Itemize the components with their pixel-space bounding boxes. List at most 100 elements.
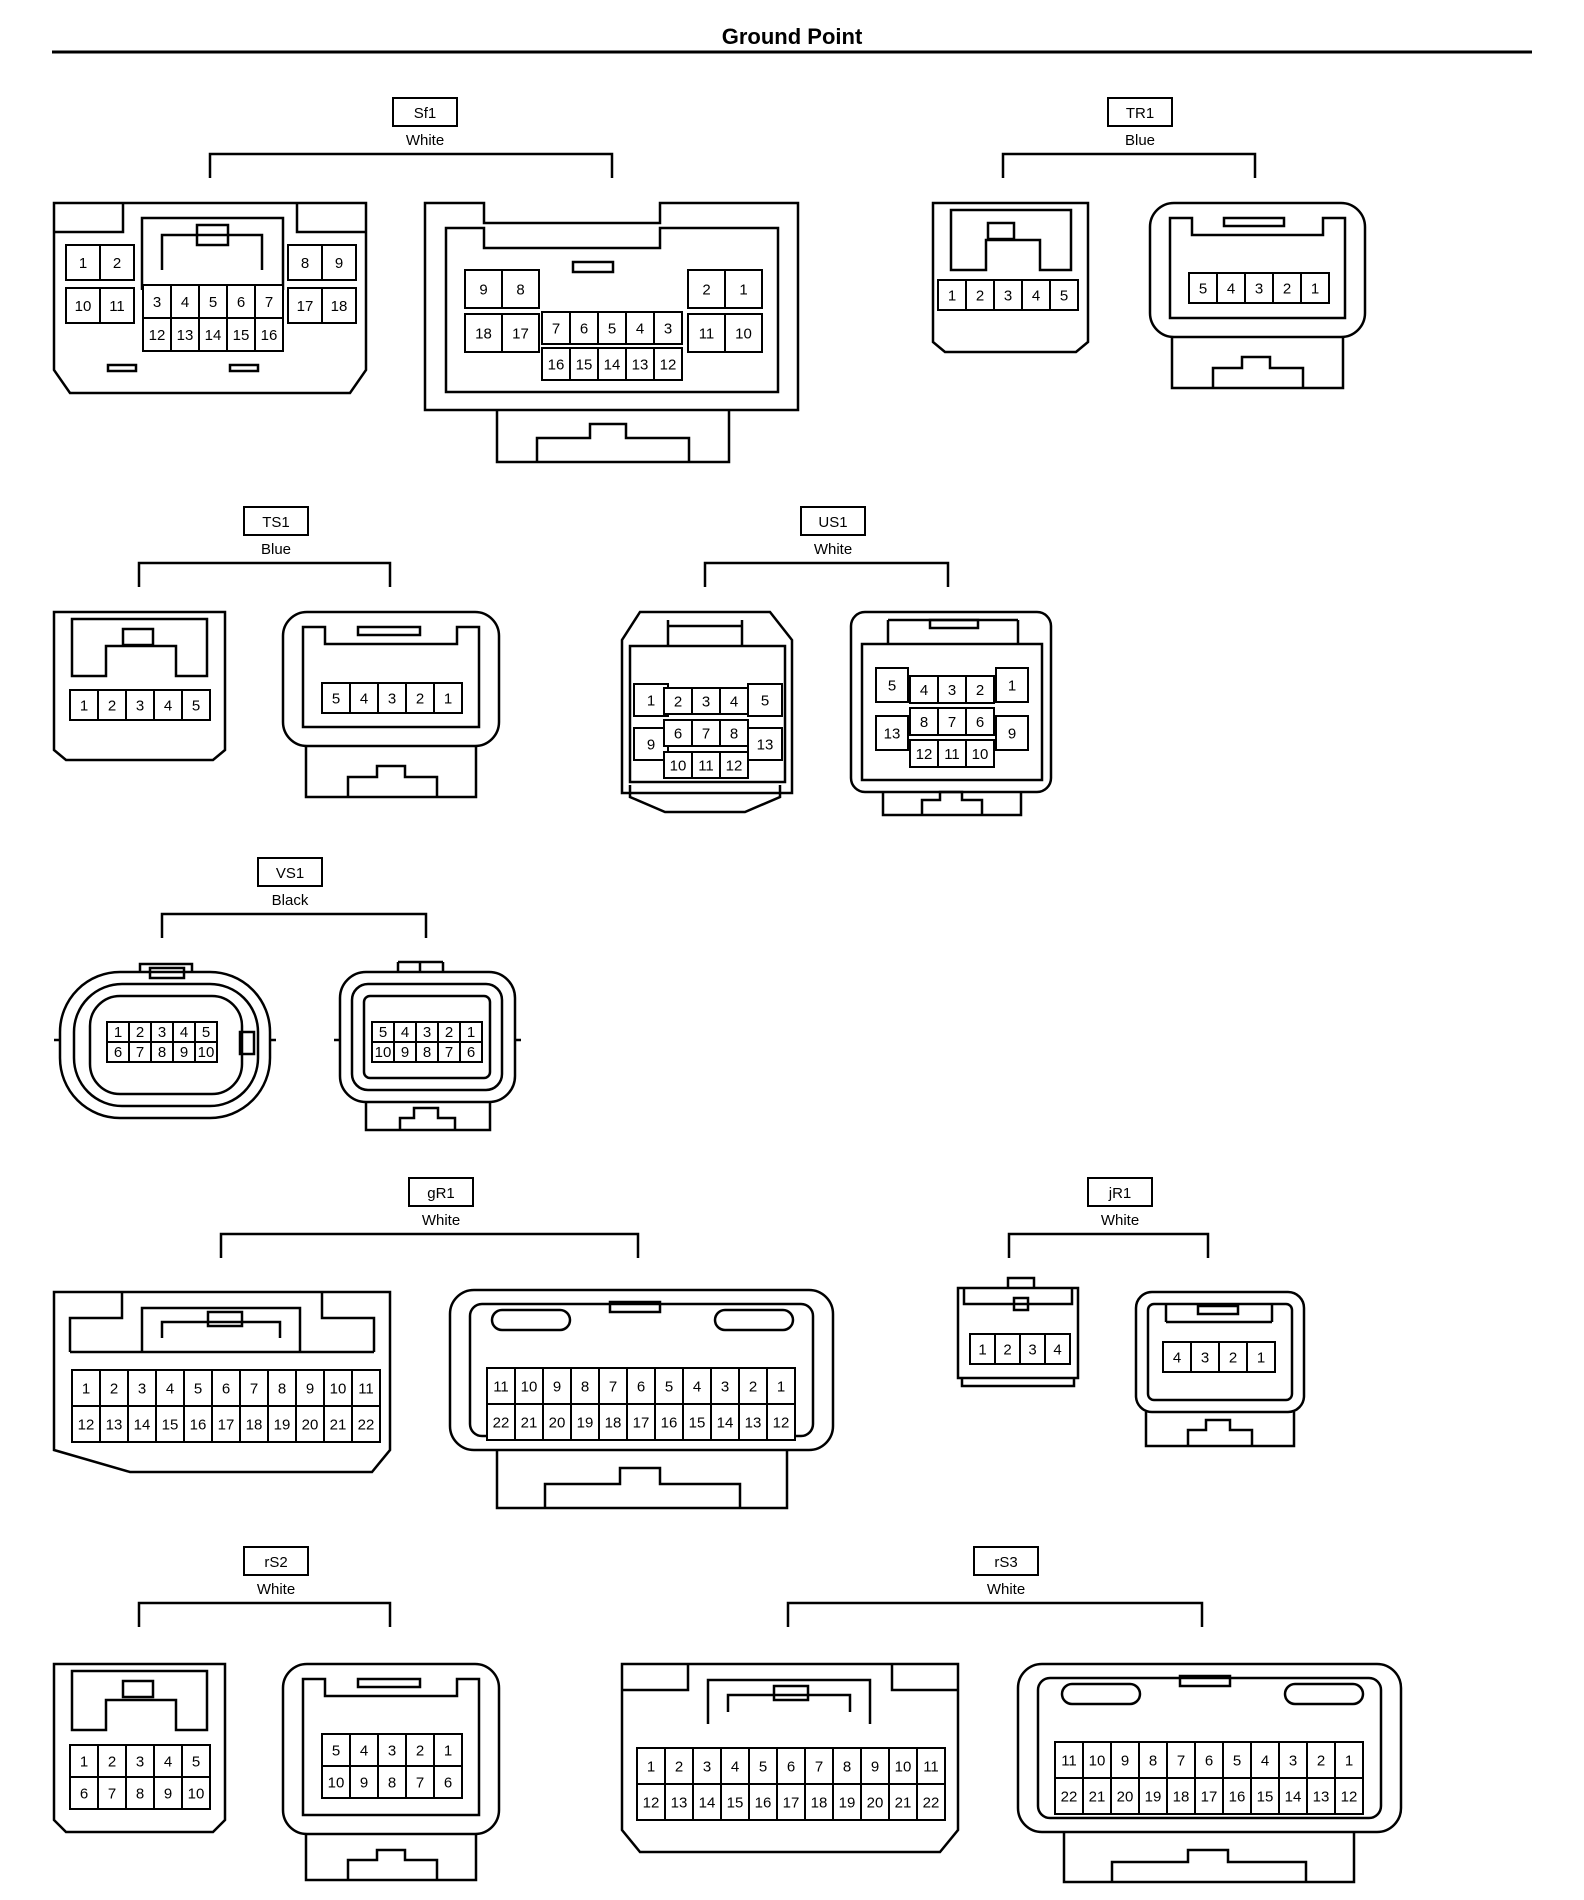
pin-cell: 1 (636, 1747, 666, 1785)
pin-cell: 14 (1278, 1777, 1308, 1815)
pin-number: 2 (113, 255, 121, 272)
pin-number: 3 (948, 682, 956, 699)
pin-number: 15 (233, 327, 250, 344)
pin-cell: 4 (909, 675, 939, 704)
pin-box (183, 1405, 213, 1443)
pin-cell: 1 (69, 689, 99, 721)
pin-number: 18 (605, 1414, 622, 1431)
pin-cell: 12 (71, 1405, 101, 1443)
pin-cell: 4 (153, 689, 183, 721)
pin-cell: 3 (710, 1367, 740, 1405)
pin-cell: 11 (486, 1367, 516, 1405)
pin-number: 1 (1311, 280, 1319, 297)
pin-cell: 8 (125, 1776, 155, 1810)
pin-box (405, 1765, 435, 1799)
pin-box (99, 244, 135, 281)
pin-cell: 4 (625, 311, 655, 345)
lock-base (1144, 1412, 1296, 1448)
pin-cell: 3 (993, 279, 1023, 311)
pin-cell: 4 (349, 682, 379, 714)
pin-number: 8 (278, 1380, 286, 1397)
pin-box (501, 269, 540, 309)
pin-cell: 11 (687, 313, 726, 353)
pin-cell: 21 (323, 1405, 353, 1443)
pin-box (211, 1369, 241, 1407)
connector-tag-box (800, 506, 866, 536)
pin-cell: 1 (1300, 272, 1330, 304)
housing-inner (628, 644, 787, 784)
pin-cell: 18 (464, 313, 503, 353)
lock-latch (346, 764, 439, 797)
pin-box (626, 1367, 656, 1405)
pin-number: 9 (1121, 1752, 1129, 1769)
pin-number: 6 (467, 1044, 475, 1061)
lock-inner (160, 233, 264, 270)
housing-rail (622, 1664, 958, 1692)
pin-cell: 6 (626, 1367, 656, 1405)
pin-box (181, 1776, 211, 1810)
pin-cell: 2 (437, 1021, 461, 1043)
pin-number: 11 (109, 298, 125, 315)
pin-cell: 1 (433, 682, 463, 714)
pin-number: 3 (1289, 1752, 1297, 1769)
pin-box (710, 1367, 740, 1405)
pin-number: 5 (332, 1742, 340, 1759)
lock-frame (886, 618, 1020, 644)
pin-box (1300, 272, 1330, 304)
pin-cell: 12 (909, 739, 939, 768)
pin-box (724, 313, 763, 353)
pin-number: 7 (250, 1380, 258, 1397)
pin-box (321, 287, 357, 324)
pin-number: 20 (302, 1416, 319, 1433)
pin-box (748, 1783, 778, 1821)
pin-cell: 5 (748, 1747, 778, 1785)
pin-number: 7 (948, 714, 956, 731)
pin-number: 14 (134, 1416, 151, 1433)
pin-cell: 20 (542, 1403, 572, 1441)
pin-number: 3 (158, 1024, 166, 1041)
pin-cell: 14 (127, 1405, 157, 1443)
pin-cell: 9 (321, 244, 357, 281)
lock-base (304, 746, 478, 799)
pin-box (1021, 279, 1051, 311)
pin-cell: 3 (691, 687, 721, 715)
lock-frame (70, 1669, 209, 1732)
pin-number: 3 (1028, 1341, 1036, 1358)
pin-cell: 16 (748, 1783, 778, 1821)
pin-box (1222, 1741, 1252, 1779)
mating-bracket (219, 1232, 640, 1258)
pin-box (1188, 272, 1218, 304)
connector-housing (58, 970, 272, 1120)
pin-box (211, 1405, 241, 1443)
pin-cell: 9 (172, 1041, 196, 1063)
pin-number: 7 (136, 1044, 144, 1061)
pin-cell: 2 (663, 687, 693, 715)
pin-cell: 5 (194, 1021, 218, 1043)
lock-frame (396, 960, 445, 972)
pin-box (153, 1776, 183, 1810)
connector-color: White (1101, 1212, 1139, 1229)
pin-number: 14 (205, 327, 222, 344)
pin-number: 19 (274, 1416, 291, 1433)
pin-number: 12 (660, 356, 677, 373)
pin-number: 5 (192, 697, 200, 714)
pin-box (724, 269, 763, 309)
connector-tag-box (408, 1177, 474, 1207)
pin-cell: 1 (1334, 1741, 1364, 1779)
pin-cell: 9 (995, 715, 1029, 751)
pin-number: 11 (923, 1758, 939, 1775)
lock-latch (543, 1466, 742, 1508)
pin-number: 5 (202, 1024, 210, 1041)
key-slot (1060, 1682, 1142, 1706)
pin-number: 9 (335, 255, 343, 272)
pin-box (766, 1403, 796, 1441)
pin-box (155, 1369, 185, 1407)
pin-box (1246, 1341, 1276, 1373)
page-title: Ground Point (722, 24, 863, 49)
